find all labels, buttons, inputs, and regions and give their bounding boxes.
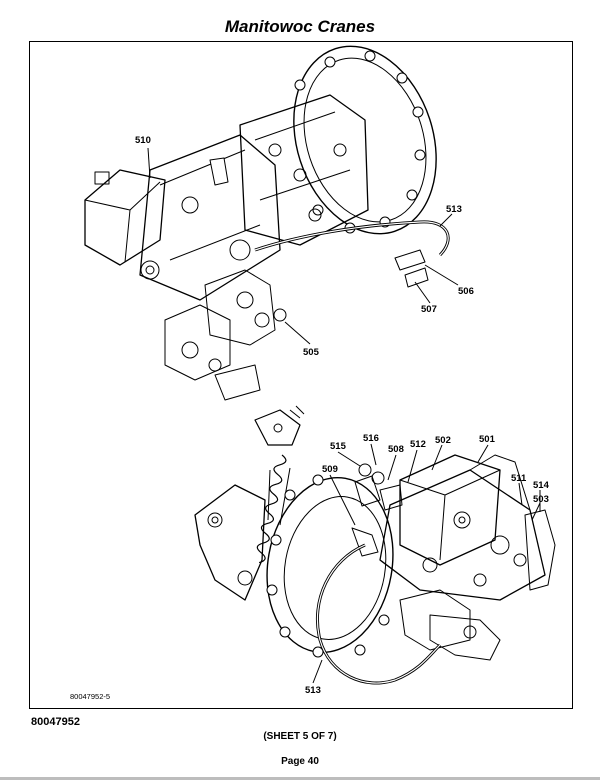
callout-506: 506 (458, 286, 474, 297)
sheet-indicator: (SHEET 5 OF 7) (263, 731, 337, 742)
callout-labels: 510 513 506 507 505 515 516 508 512 502 … (135, 135, 550, 696)
lower-motor-assembly (266, 443, 556, 685)
spring-bracket-assembly (194, 405, 305, 601)
callout-503: 503 (533, 494, 549, 505)
callout-510: 510 (135, 135, 151, 146)
callout-507: 507 (421, 304, 437, 315)
callout-511: 511 (511, 473, 527, 484)
callout-509: 509 (322, 464, 338, 475)
page-number: Page 40 (281, 756, 319, 767)
drawing-frame (29, 41, 573, 709)
callout-502: 502 (435, 435, 451, 446)
callout-513-upper: 513 (446, 204, 462, 215)
callout-512: 512 (410, 439, 426, 450)
bottom-divider (0, 777, 600, 780)
callout-508: 508 (388, 444, 404, 455)
upper-motor-assembly (84, 45, 459, 401)
callout-513-lower: 513 (305, 685, 321, 696)
document-number: 80047952 (31, 716, 80, 728)
figure-number: 80047952-5 (70, 692, 111, 701)
callout-514: 514 (533, 480, 550, 491)
callout-516: 516 (363, 433, 379, 444)
page-header-title: Manitowoc Cranes (224, 17, 376, 36)
callout-501: 501 (479, 434, 496, 445)
callout-505: 505 (303, 347, 320, 358)
callout-515: 515 (330, 441, 347, 452)
